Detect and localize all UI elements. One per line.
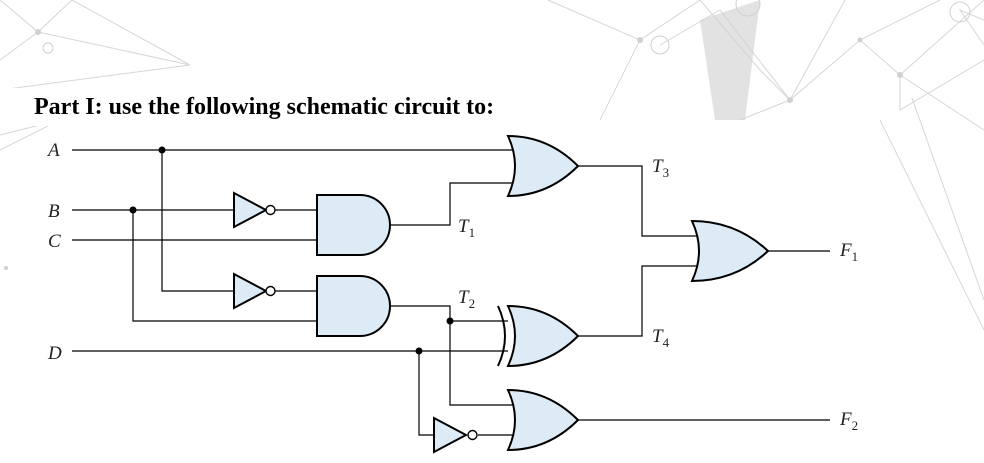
page-title: Part I: use the following schematic circ…: [34, 94, 495, 120]
junction-dot-t2: [446, 317, 454, 325]
xor-gate-t4: [497, 304, 580, 368]
input-label-a: A: [46, 140, 60, 161]
junction-dot-a: [158, 146, 166, 154]
not-gate-d: [433, 416, 478, 454]
output-label-f1: F1: [839, 240, 858, 264]
input-label-c: C: [48, 231, 61, 252]
not-gate-a: [233, 272, 276, 310]
or-gate-t3: [506, 134, 580, 198]
and-gate-t1: [316, 194, 391, 256]
junction-dot-d: [415, 347, 423, 355]
input-label-b: B: [48, 201, 60, 222]
or-gate-f2: [506, 388, 580, 452]
signal-label-t2: T2: [458, 287, 475, 311]
wires: [72, 149, 830, 436]
signal-label-t1: T1: [458, 216, 475, 240]
signal-label-t3: T3: [652, 156, 669, 180]
and-gate-t2: [316, 275, 391, 337]
input-label-d: D: [47, 343, 62, 364]
output-label-f2: F2: [839, 409, 858, 433]
signal-label-t4: T4: [652, 326, 670, 350]
or-gate-f1: [690, 219, 770, 283]
not-gate-b: [233, 191, 276, 229]
junction-dot-b: [129, 206, 137, 214]
